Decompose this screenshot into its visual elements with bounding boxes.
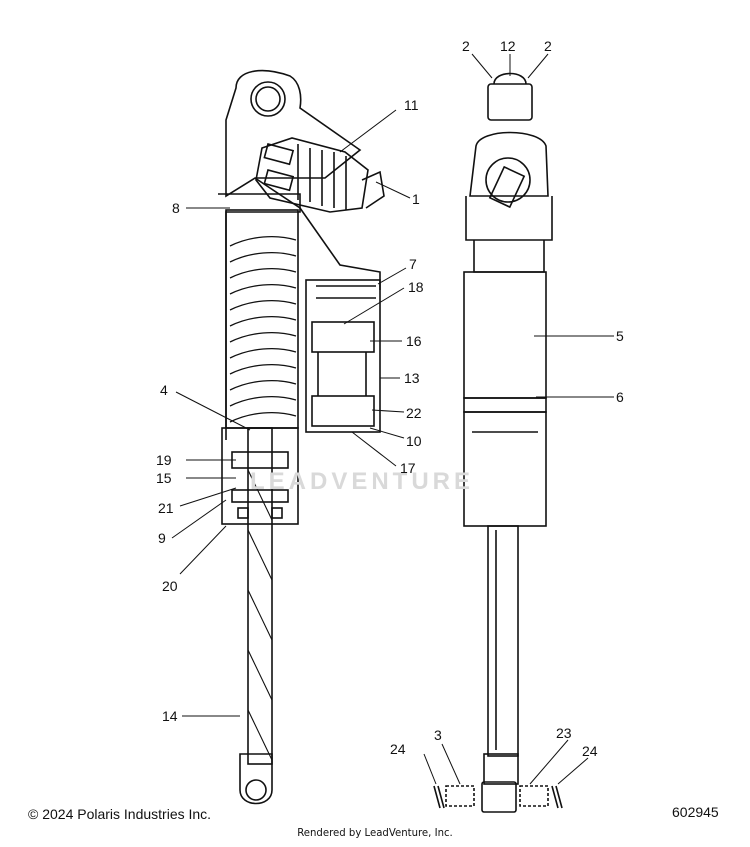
render-credit: Rendered by LeadVenture, Inc. [297, 826, 453, 839]
callout-2-right: 2 [544, 38, 552, 54]
lower-body [463, 411, 547, 527]
collar [463, 397, 547, 413]
spring-sleeve [463, 271, 547, 399]
callout-12: 12 [500, 38, 516, 54]
top-eyelet-cap [487, 83, 533, 121]
callout-5: 5 [616, 328, 624, 344]
cutaway-shock [218, 69, 385, 805]
bushing-3 [445, 785, 475, 807]
callout-2-left: 2 [462, 38, 470, 54]
callout-24-left: 24 [390, 741, 406, 757]
callout-23: 23 [556, 725, 572, 741]
top-mount [469, 131, 549, 197]
reservoir-link [254, 177, 381, 290]
lower-eyelet [239, 753, 273, 805]
lower-mount [483, 753, 519, 785]
callout-18: 18 [408, 279, 424, 295]
callout-19: 19 [156, 452, 172, 468]
callout-21: 21 [158, 500, 174, 516]
callout-14: 14 [162, 708, 178, 724]
callout-4: 4 [160, 382, 168, 398]
washer-right [551, 785, 563, 809]
shock-shaft [247, 427, 273, 765]
leader-lines [171, 53, 614, 785]
upper-mount-arm [225, 69, 362, 198]
callout-15: 15 [156, 470, 172, 486]
washer-left [433, 785, 445, 809]
callout-10: 10 [406, 433, 422, 449]
callout-24-right: 24 [582, 743, 598, 759]
callout-9: 9 [158, 530, 166, 546]
upper-eyelet [250, 81, 286, 117]
callout-16: 16 [406, 333, 422, 349]
callout-17: 17 [400, 460, 416, 476]
external-shaft [487, 525, 519, 757]
callout-22: 22 [406, 405, 422, 421]
callout-13: 13 [404, 370, 420, 386]
adjuster-knob [255, 137, 385, 213]
bushing-23 [519, 785, 549, 807]
callout-1: 1 [412, 191, 420, 207]
callout-6: 6 [616, 389, 624, 405]
callout-8: 8 [172, 200, 180, 216]
callout-11: 11 [404, 97, 419, 113]
reservoir [305, 279, 381, 433]
callout-20: 20 [162, 578, 178, 594]
diagram-number: 602945 [672, 804, 719, 820]
callout-7: 7 [409, 256, 417, 272]
copyright-notice: © 2024 Polaris Industries Inc. [28, 806, 212, 822]
spring-coils [229, 236, 297, 423]
external-shock [433, 72, 563, 813]
watermark: LEADVENTURE [250, 468, 475, 495]
callout-3: 3 [434, 727, 442, 743]
